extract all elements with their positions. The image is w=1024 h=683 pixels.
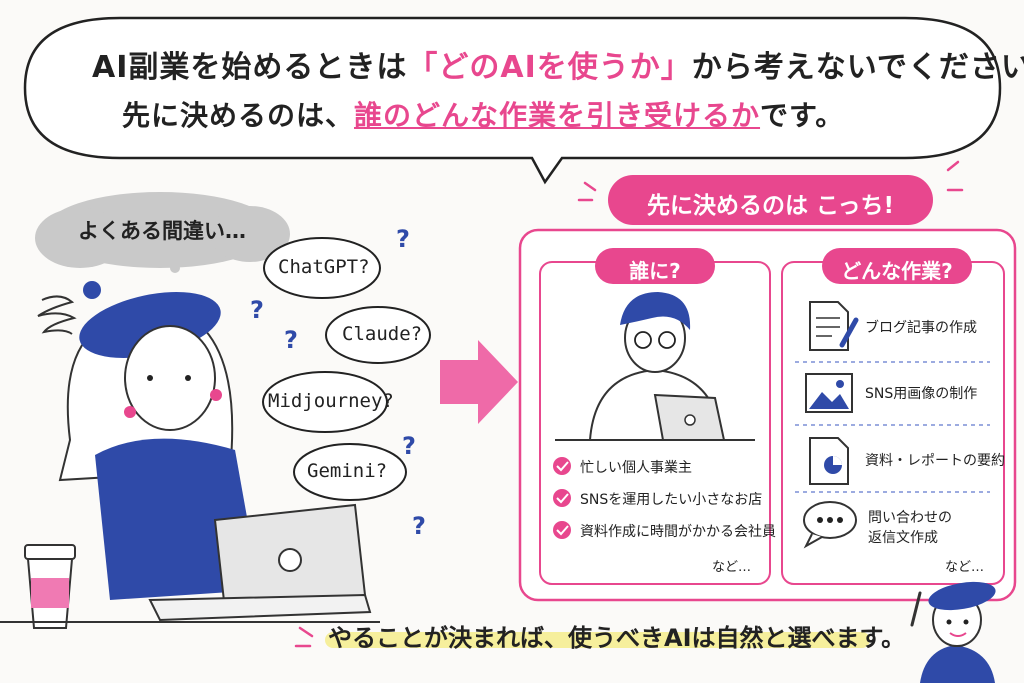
cloud-chatgpt-label: ChatGPT?: [278, 256, 370, 278]
headline-line-1: AI副業を始めるときは「どのAIを使うか」から考えないでください。: [92, 42, 1024, 86]
laptop-illustration: [0, 503, 380, 623]
coffee-cup-illustration: [24, 544, 76, 629]
task-title-pill: [822, 248, 972, 284]
task-item: 資料・レポートの要約: [865, 453, 1005, 469]
who-title-pill: [595, 248, 715, 284]
who-item: 資料作成に時間がかかる会社員: [580, 524, 776, 540]
document-pen-icon: [809, 301, 859, 351]
headline-1-highlight: 「どのAIを使うか」: [407, 50, 692, 85]
question-mark-icon: ?: [396, 225, 410, 253]
question-mark-icon: ?: [284, 326, 298, 354]
confusion-spiral-icon: [37, 295, 77, 335]
task-more: など…: [945, 560, 985, 575]
image-icon: [805, 373, 853, 413]
man-at-laptop-illustration: [555, 292, 755, 441]
task-title: どんな作業?: [841, 259, 953, 283]
cloud-claude: [325, 306, 431, 364]
question-mark-icon: ?: [250, 296, 264, 324]
headline-line-2: 先に決めるのは、誰のどんな作業を引き受けるかです。: [122, 94, 844, 134]
who-item: SNSを運用したい小さなお店: [580, 492, 763, 508]
who-title: 誰に?: [629, 259, 681, 283]
report-chart-icon: [809, 437, 849, 485]
task-item: ブログ記事の作成: [865, 320, 977, 336]
header-pill: [608, 175, 933, 225]
right-header-label: 先に決めるのは こっち!: [647, 193, 894, 219]
chat-bubble-icon: [803, 501, 857, 549]
check-icons: [553, 457, 571, 539]
right-arrow-icon: [440, 340, 518, 424]
question-mark-icon: ?: [412, 512, 426, 540]
task-item: 問い合わせの 返信文作成: [868, 510, 952, 546]
headline-1-post: から考えないでください。: [691, 50, 1024, 85]
cloud-claude-label: Claude?: [342, 323, 423, 345]
who-item: 忙しい個人事業主: [580, 460, 692, 476]
cloud-gemini-label: Gemini?: [307, 460, 388, 482]
task-item: SNS用画像の制作: [865, 386, 978, 402]
headline-2-pre: 先に決めるのは、: [122, 99, 355, 132]
cloud-chatgpt: [263, 237, 381, 299]
question-mark-icon: ?: [402, 432, 416, 460]
cloud-midjourney: [262, 371, 388, 433]
bottom-highlight: [325, 632, 870, 648]
mistake-label: よくある間違い…: [78, 219, 246, 243]
top-speech-bubble: [23, 16, 1002, 185]
mistake-cloud: [35, 192, 290, 273]
headline-2-post: です。: [760, 99, 845, 132]
cloud-gemini: [293, 443, 407, 501]
cloud-midjourney-label: Midjourney?: [268, 390, 394, 412]
headline-2-highlight: 誰のどんな作業を引き受けるか: [354, 99, 761, 132]
headline-1-pre: AI副業を始めるときは: [92, 50, 408, 85]
happy-woman-illustration: [910, 581, 996, 683]
bottom-message: やることが決まれば、使うべきAIは自然と選べます。: [328, 624, 906, 652]
who-more: など…: [712, 560, 752, 575]
